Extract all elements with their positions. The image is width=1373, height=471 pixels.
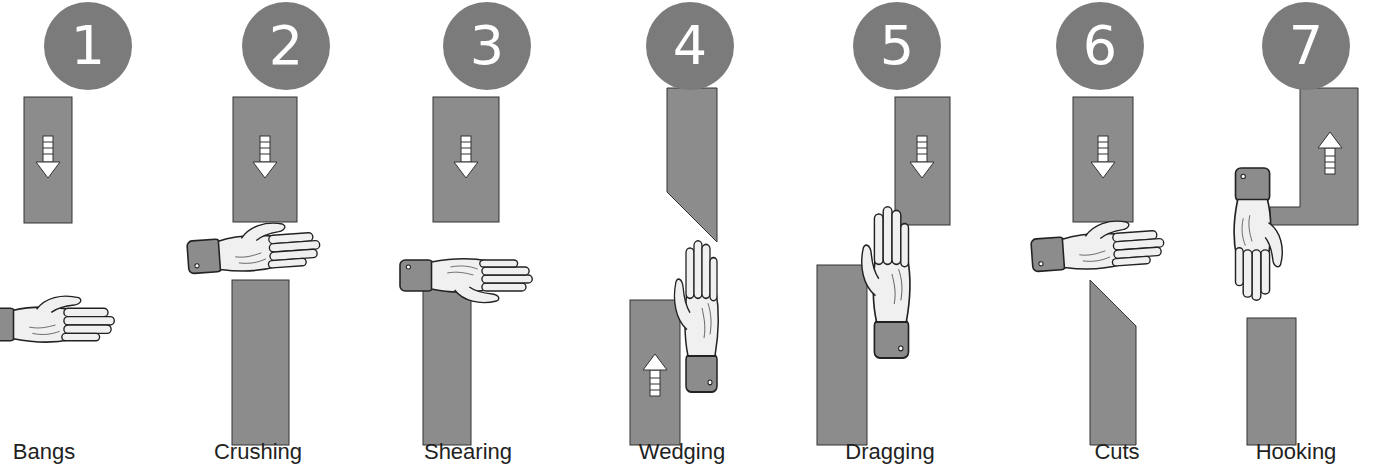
- motion-arrow: [36, 136, 60, 178]
- callout-number: 5: [880, 19, 914, 73]
- hazard-caption: Dragging: [845, 440, 934, 464]
- motion-arrow: [1091, 136, 1115, 178]
- hand: [1030, 218, 1165, 273]
- number-circle: 6: [1056, 2, 1144, 90]
- callout-number: 7: [1289, 19, 1323, 73]
- hand: [400, 259, 532, 303]
- number-circle: 3: [443, 2, 531, 90]
- wedge-block: [667, 88, 717, 242]
- motion-arrow: [910, 136, 934, 178]
- hazard-caption: Bangs: [13, 440, 75, 464]
- hand: [186, 220, 321, 275]
- moving-block: [433, 97, 499, 222]
- moving-block: [24, 97, 72, 223]
- hazard-caption: Shearing: [424, 440, 512, 464]
- fixed-block: [817, 265, 867, 445]
- moving-block: [1073, 97, 1133, 222]
- motion-arrow: [643, 354, 667, 396]
- hand: [0, 296, 114, 342]
- fixed-block: [1247, 318, 1296, 445]
- fixed-block: [232, 280, 289, 445]
- hand: [1234, 168, 1282, 300]
- hand: [674, 241, 718, 392]
- moving-block: [630, 300, 680, 445]
- callout-number: 2: [269, 19, 303, 73]
- hazard-caption: Cuts: [1094, 440, 1139, 464]
- number-circle: 1: [44, 2, 132, 90]
- hazard-caption: Crushing: [214, 440, 302, 464]
- number-circle: 7: [1262, 2, 1350, 90]
- hand: [862, 207, 910, 358]
- moving-block: [895, 97, 950, 225]
- callout-number: 6: [1083, 19, 1117, 73]
- callout-number: 3: [470, 19, 504, 73]
- motion-arrow: [1318, 132, 1342, 174]
- moving-block: [233, 97, 297, 222]
- hazard-caption: Wedging: [639, 440, 725, 464]
- number-circle: 5: [853, 2, 941, 90]
- motion-arrow: [253, 136, 277, 178]
- fixed-block: [423, 280, 471, 445]
- callout-number: 1: [71, 19, 105, 73]
- number-circle: 2: [242, 2, 330, 90]
- number-circle: 4: [646, 2, 734, 90]
- blade-block: [1090, 280, 1136, 445]
- hazard-caption: Hooking: [1256, 440, 1337, 464]
- callout-number: 4: [673, 19, 707, 73]
- motion-arrow: [454, 136, 478, 178]
- hook-block: [1270, 88, 1358, 225]
